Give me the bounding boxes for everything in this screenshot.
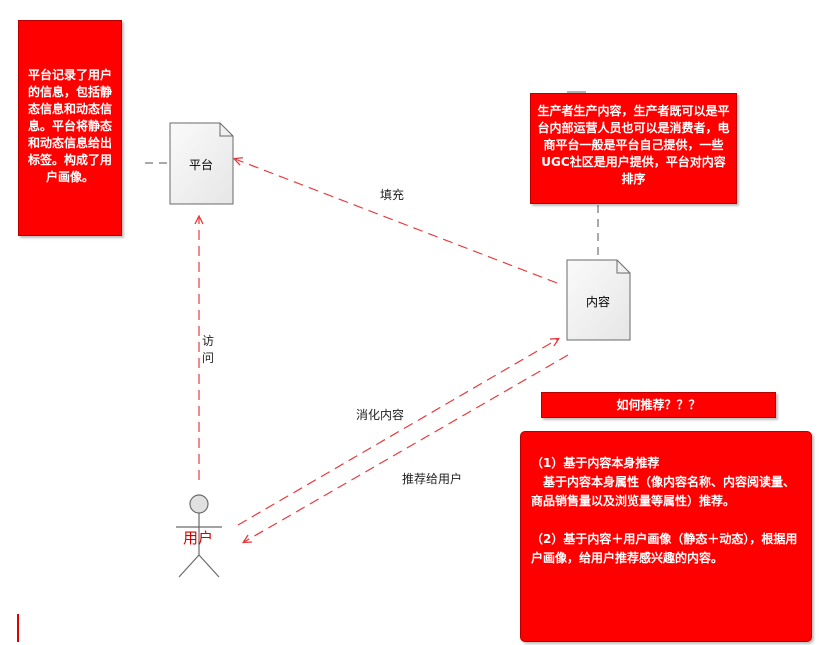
producer-note[interactable]: 生产者生产内容，生产者既可以是平台内部运营人员也可以是消费者，电商平台一般是平台… — [530, 93, 737, 204]
content-label: 内容 — [585, 295, 610, 309]
arrow-recommend — [244, 354, 569, 542]
method-2-detail: （2）基于内容＋用户画像（静态＋动态），根据用户画像，给用户推荐感兴趣的内容。 — [531, 532, 798, 565]
arrow-consume — [237, 339, 558, 526]
paragraph-gap — [531, 511, 803, 530]
method-1-detail: 基于内容本身属性（像内容名称、内容阅读量、商品销售量以及浏览量等属性）推荐。 — [531, 475, 796, 508]
consume-edge-label: 消化内容 — [356, 408, 405, 422]
method-1-title: （1）基于内容本身推荐 — [531, 456, 660, 470]
user-label: 用户 — [182, 529, 213, 547]
fill-edge-label: 填充 — [380, 188, 405, 202]
red-marker-bar — [17, 614, 19, 642]
recommendation-question-note[interactable]: 如何推荐？？？ — [541, 392, 776, 418]
recommendation-methods-note[interactable]: （1）基于内容本身推荐 基于内容本身属性（像内容名称、内容阅读量、商品销售量以及… — [520, 431, 812, 642]
platform-label: 平台 — [188, 158, 213, 172]
platform-document-shape[interactable] — [169, 122, 234, 205]
visit-edge-label: 访问 — [202, 334, 215, 365]
arrow-fill — [235, 159, 558, 284]
content-document-shape[interactable] — [566, 259, 631, 341]
recommend-edge-label: 推荐给用户 — [402, 472, 463, 486]
user-profile-note[interactable]: 平台记录了用户的信息，包括静态信息和动态信息。平台将静态和动态信息给出标签。构成… — [18, 20, 122, 236]
user-actor-icon[interactable] — [176, 494, 222, 578]
